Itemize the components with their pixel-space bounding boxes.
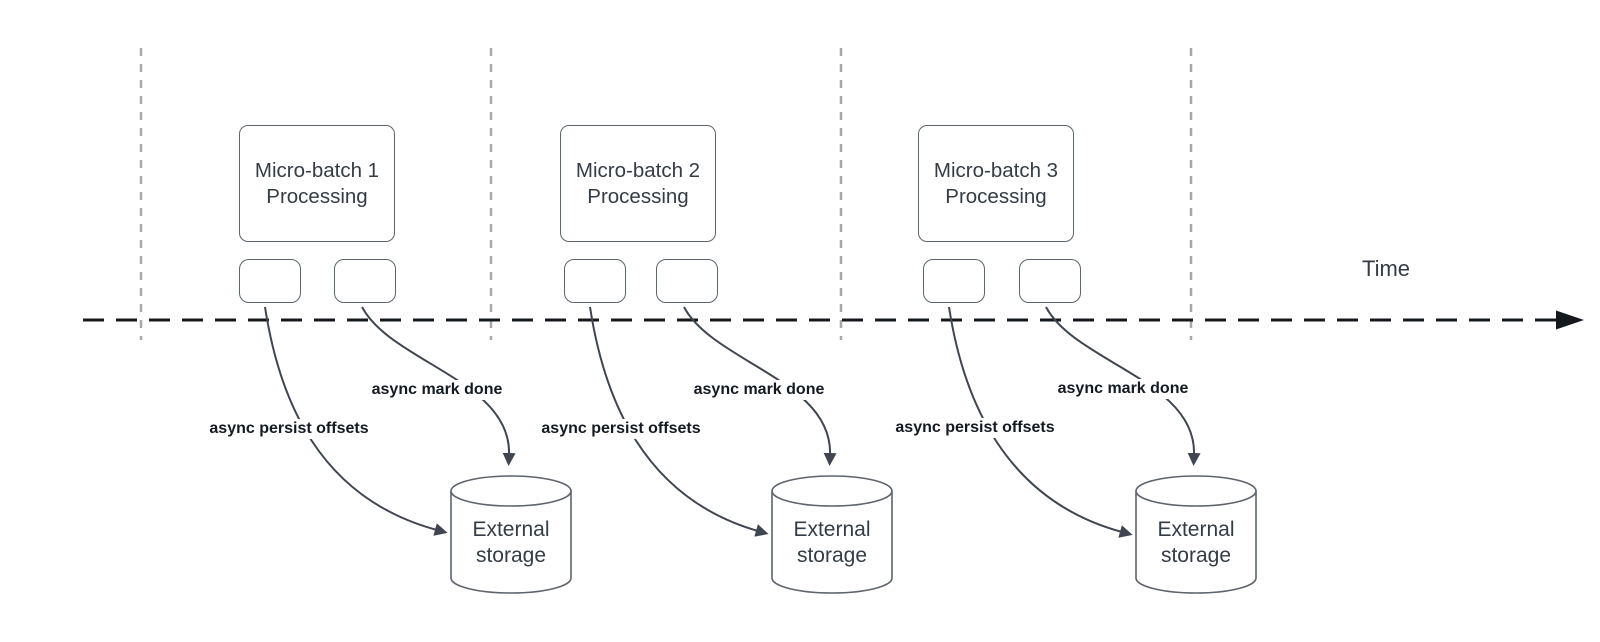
- persist-offsets-label: async persist offsets: [537, 419, 705, 439]
- persist-offsets-label: async persist offsets: [891, 418, 1059, 438]
- external-storage-label: External storage: [1126, 517, 1266, 569]
- external-storage-label-line1: External: [793, 518, 871, 541]
- external-storage-cylinder: [771, 475, 893, 594]
- persist-offsets-label: async persist offsets: [205, 419, 373, 439]
- micro-batch-2-title: Micro-batch 2 Processing: [576, 158, 700, 210]
- mark-done-label: async mark done: [367, 380, 507, 400]
- micro-batch-3-title: Micro-batch 3 Processing: [934, 158, 1058, 210]
- micro-batch-2-title-line2: Processing: [587, 184, 689, 208]
- mark-done-task-box: [1019, 259, 1081, 303]
- persist-offsets-task-box: [239, 259, 301, 303]
- external-storage-label: External storage: [762, 517, 902, 569]
- time-axis-arrowhead-icon: [1556, 310, 1584, 330]
- external-storage-cylinder: [450, 475, 572, 594]
- micro-batch-2-title-line1: Micro-batch 2: [575, 158, 701, 182]
- micro-batch-2-box: Micro-batch 2 Processing: [560, 125, 716, 242]
- persist-offsets-task-box: [564, 259, 626, 303]
- mark-done-arrow: [361, 306, 516, 466]
- micro-batch-3-box: Micro-batch 3 Processing: [918, 125, 1074, 242]
- external-storage-label-line1: External: [472, 518, 550, 541]
- mark-done-arrow: [683, 306, 837, 466]
- external-storage-label-line2: storage: [796, 544, 868, 567]
- micro-batch-1-title: Micro-batch 1 Processing: [255, 158, 379, 210]
- mark-done-arrow: [1045, 306, 1201, 466]
- external-storage-label: External storage: [441, 517, 581, 569]
- mark-done-task-box: [334, 259, 396, 303]
- persist-offsets-arrow: [264, 306, 448, 536]
- micro-batch-1-box: Micro-batch 1 Processing: [239, 125, 395, 242]
- persist-offsets-task-box: [923, 259, 985, 303]
- micro-batch-3-title-line1: Micro-batch 3: [933, 158, 1059, 182]
- external-storage-label-line2: storage: [1160, 544, 1232, 567]
- external-storage-label-line2: storage: [475, 544, 547, 567]
- persist-offsets-arrow: [589, 306, 769, 537]
- micro-batch-3-title-line2: Processing: [945, 184, 1047, 208]
- time-label: Time: [1361, 256, 1411, 281]
- mark-done-label: async mark done: [689, 380, 829, 400]
- external-storage-label-line1: External: [1157, 518, 1235, 541]
- micro-batch-1-title-line1: Micro-batch 1: [254, 158, 380, 182]
- micro-batch-1-title-line2: Processing: [266, 184, 368, 208]
- mark-done-label: async mark done: [1053, 379, 1193, 399]
- external-storage-cylinder: [1135, 475, 1257, 594]
- persist-offsets-arrow: [948, 306, 1133, 538]
- mark-done-task-box: [656, 259, 718, 303]
